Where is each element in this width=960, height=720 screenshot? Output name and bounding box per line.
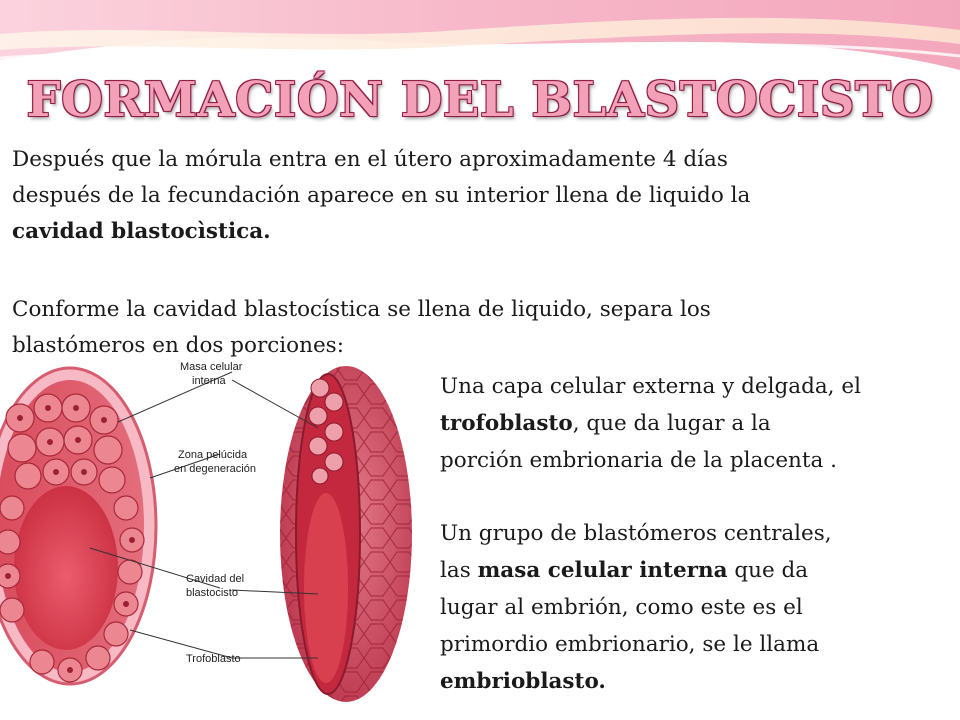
label-leader-lines: [89, 371, 319, 659]
blastocyst-illustration: Masa celular interna Zona pelúcida en de…: [0, 361, 412, 702]
second-line-2: blastómeros en dos porciones:: [12, 333, 344, 358]
embryo-cross-section: [0, 366, 158, 686]
intro-term: cavidad blastocìstica.: [12, 219, 271, 244]
second-line-1: Conforme la cavidad blastocística se lle…: [12, 297, 711, 322]
label-cavidad-2: blastocisto: [186, 587, 238, 599]
bullet-trofoblasto: Una capa celular externa y delgada, el t…: [440, 374, 861, 473]
label-zona-1: Zona pelúcida: [178, 449, 248, 461]
term-embrioblasto: embrioblasto.: [440, 669, 606, 694]
intro-line-2: después de la fecundación aparece en su …: [12, 183, 751, 208]
intro-line-1: Después que la mórula entra en el útero …: [12, 147, 728, 172]
intro-paragraph: Después que la mórula entra en el útero …: [12, 142, 952, 250]
label-trofoblasto: Trofoblasto: [186, 653, 241, 665]
label-masa-2: interna: [192, 375, 227, 387]
second-paragraph: Conforme la cavidad blastocística se lle…: [12, 292, 952, 364]
term-masa-celular-interna: masa celular interna: [477, 558, 728, 583]
bullet-list: Una capa celular externa y delgada, el t…: [440, 368, 952, 700]
label-zona-2: en degeneración: [174, 463, 256, 475]
decorative-banner: [0, 0, 960, 70]
term-trofoblasto: trofoblasto: [440, 411, 573, 436]
label-cavidad-1: Cavidad del: [186, 573, 244, 585]
page-title: FORMACIÓN DEL BLASTOCISTO: [26, 72, 934, 128]
embryo-3d-sphere: [280, 366, 412, 702]
label-masa-1: Masa celular: [180, 361, 243, 373]
bullet-masa-celular: Un grupo de blastómeros centrales, las m…: [440, 521, 832, 694]
